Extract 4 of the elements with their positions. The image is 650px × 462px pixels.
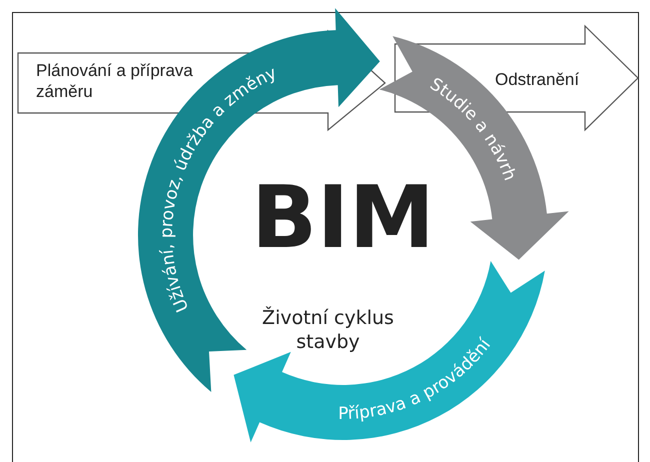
stage-label: Odstranění (495, 69, 580, 90)
stage-label: Plánování a příprava záměru (36, 60, 194, 102)
center-subtitle: Životní cyklus stavby (261, 306, 395, 354)
center-title: BIM (250, 168, 436, 268)
